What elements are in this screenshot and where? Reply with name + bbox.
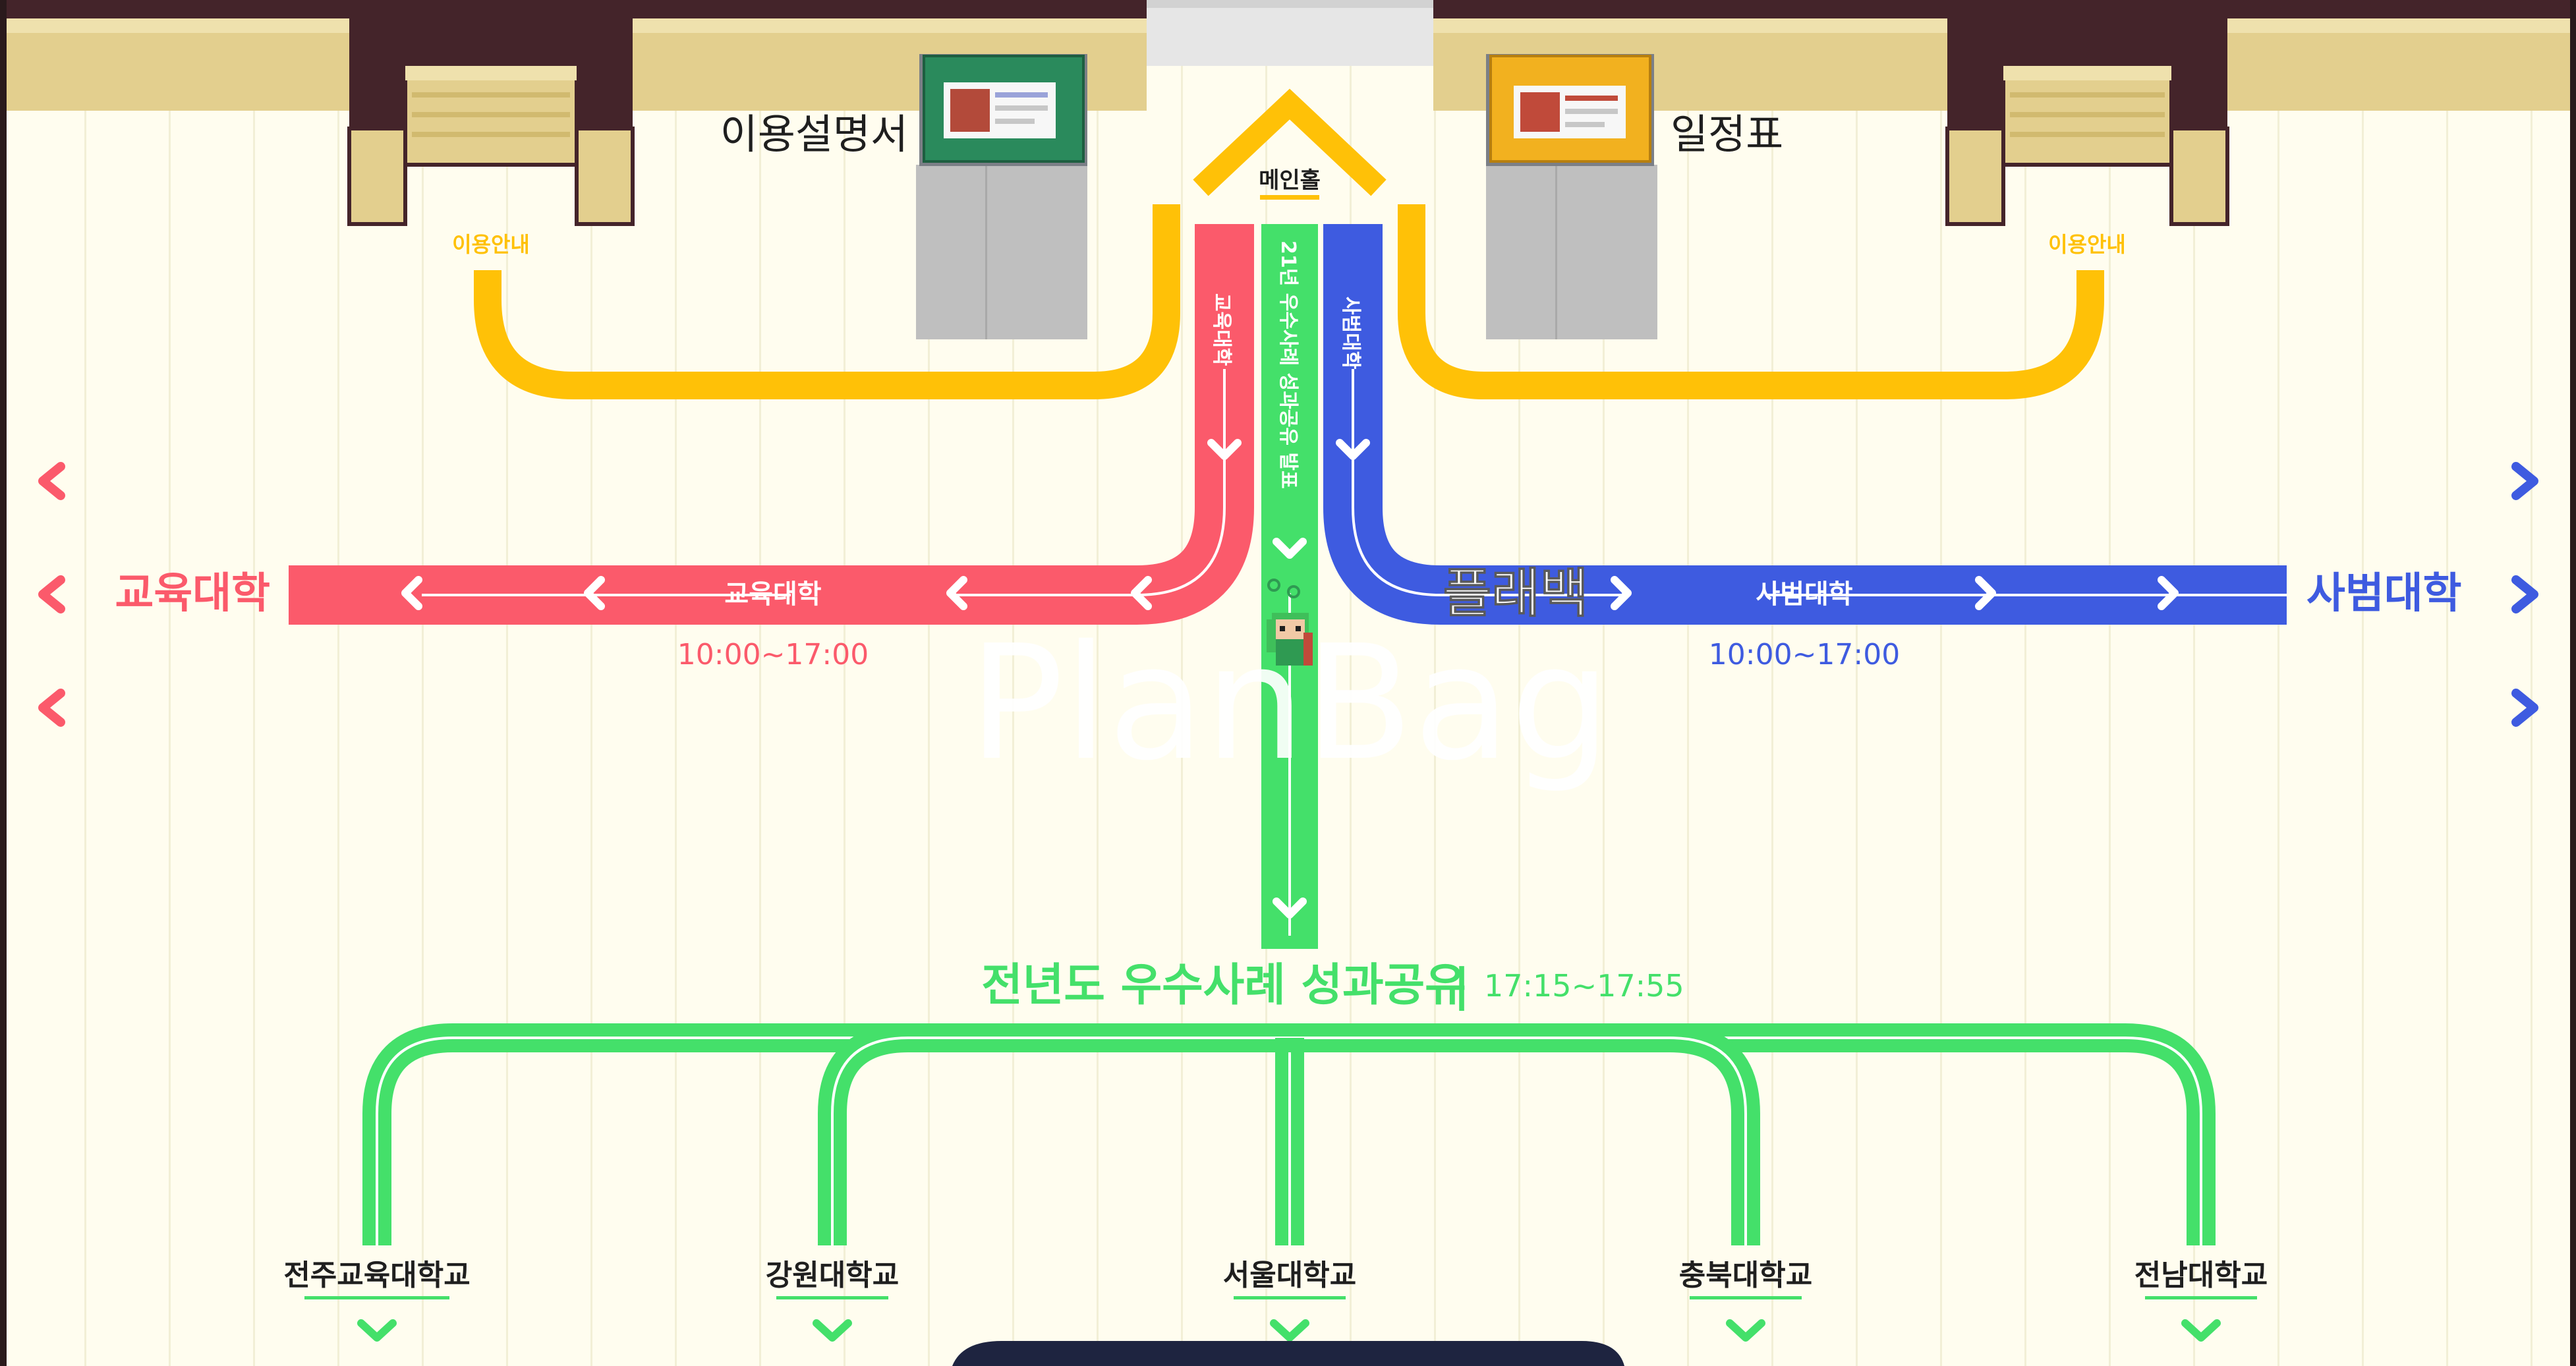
share-divider: | bbox=[1454, 959, 1470, 1011]
chevron-down-icon bbox=[1336, 439, 1370, 460]
chevron-left-icon bbox=[584, 576, 605, 610]
info-path-right bbox=[1398, 204, 2104, 399]
right-route-time: 10:00~17:00 bbox=[1709, 638, 1900, 671]
left-carpet bbox=[916, 165, 1087, 339]
nav-left-arrow-bottom[interactable] bbox=[38, 689, 65, 727]
info-label-right[interactable]: 이용안내 bbox=[2048, 232, 2126, 257]
overlay-label: 플래백 bbox=[1443, 563, 1589, 624]
left-border bbox=[0, 0, 7, 1366]
chevron-left-icon bbox=[401, 576, 422, 610]
right-carpet bbox=[1486, 165, 1657, 339]
nav-right-arrow-bottom[interactable] bbox=[2511, 689, 2538, 727]
schedule-label: 일정표 bbox=[1671, 110, 1783, 158]
info-path-left bbox=[474, 204, 1180, 399]
share-title: 전년도 우수사례 성과공유 bbox=[981, 959, 1466, 1011]
university-item[interactable]: 전주교육대학교 bbox=[283, 1259, 471, 1342]
university-item[interactable]: 서울대학교 bbox=[1223, 1259, 1356, 1342]
nav-left-arrow-top[interactable] bbox=[38, 462, 65, 500]
schedule-board[interactable] bbox=[1486, 54, 1654, 166]
left-route-end-label[interactable]: 교육대학 bbox=[115, 569, 270, 618]
chevron-down-icon bbox=[1273, 897, 1307, 919]
university-name: 강원대학교 bbox=[766, 1259, 899, 1292]
share-title-text: 전년도 우수사례 성과공유 bbox=[981, 959, 1466, 1011]
chevron-down-icon bbox=[1270, 1319, 1309, 1342]
university-name: 전남대학교 bbox=[2134, 1259, 2268, 1292]
chevron-down-icon bbox=[1273, 538, 1307, 559]
red-route[interactable] bbox=[289, 224, 1254, 625]
chevron-down-icon bbox=[2181, 1319, 2221, 1342]
chevron-left-icon bbox=[1131, 576, 1152, 610]
right-gate bbox=[1945, 0, 2229, 226]
chevron-right-icon bbox=[1611, 576, 1632, 610]
share-tree bbox=[362, 1023, 2216, 1245]
left-route-time: 10:00~17:00 bbox=[677, 638, 869, 671]
nav-right-arrow-top[interactable] bbox=[2511, 462, 2538, 500]
university-item[interactable]: 전남대학교 bbox=[2134, 1259, 2268, 1342]
university-item[interactable]: 강원대학교 bbox=[766, 1259, 899, 1342]
main-hall-label: 메인홀 bbox=[1259, 167, 1321, 194]
chevron-down-icon bbox=[1207, 439, 1242, 460]
share-time: 17:15~17:55 bbox=[1484, 968, 1684, 1004]
left-bar-label: 교육대학 bbox=[724, 579, 821, 610]
watermark: PlanBag bbox=[969, 611, 1611, 795]
blue-vertical-label: 사범대학 bbox=[1339, 297, 1362, 370]
university-item[interactable]: 충북대학교 bbox=[1679, 1259, 1812, 1342]
right-route-end-label[interactable]: 사범대학 bbox=[2306, 569, 2462, 618]
left-gate bbox=[347, 0, 635, 226]
university-name: 전주교육대학교 bbox=[283, 1259, 470, 1292]
university-name: 충북대학교 bbox=[1679, 1259, 1812, 1292]
chevron-down-icon bbox=[813, 1319, 852, 1342]
green-vertical-label: 21년 우수사례 성과공유 발표 bbox=[1276, 241, 1300, 489]
right-bar-label: 사범대학 bbox=[1756, 579, 1852, 610]
manual-label: 이용설명서 bbox=[720, 110, 908, 158]
player-avatar-icon[interactable] bbox=[1267, 579, 1313, 666]
nav-left-arrow-middle[interactable] bbox=[38, 575, 65, 613]
chevron-down-icon bbox=[1726, 1319, 1765, 1342]
chevron-left-icon bbox=[946, 576, 967, 610]
bottom-toolbar[interactable] bbox=[952, 1341, 1624, 1366]
blue-route[interactable] bbox=[1323, 224, 2287, 625]
info-label-left[interactable]: 이용안내 bbox=[452, 232, 530, 257]
university-name: 서울대학교 bbox=[1223, 1259, 1356, 1292]
chevron-right-icon bbox=[2158, 576, 2179, 610]
university-list: 전주교육대학교 강원대학교 서울대학교 충북대학교 전남대학교 bbox=[283, 1259, 2268, 1342]
nav-right-arrow-middle[interactable] bbox=[2511, 575, 2538, 613]
red-vertical-label: 교육대학 bbox=[1210, 293, 1233, 366]
manual-board[interactable] bbox=[919, 54, 1087, 166]
chevron-down-icon bbox=[357, 1319, 397, 1342]
right-border bbox=[2570, 0, 2576, 1366]
chevron-right-icon bbox=[1975, 576, 1996, 610]
main-hall-marker[interactable]: 메인홀 bbox=[1193, 88, 1387, 200]
